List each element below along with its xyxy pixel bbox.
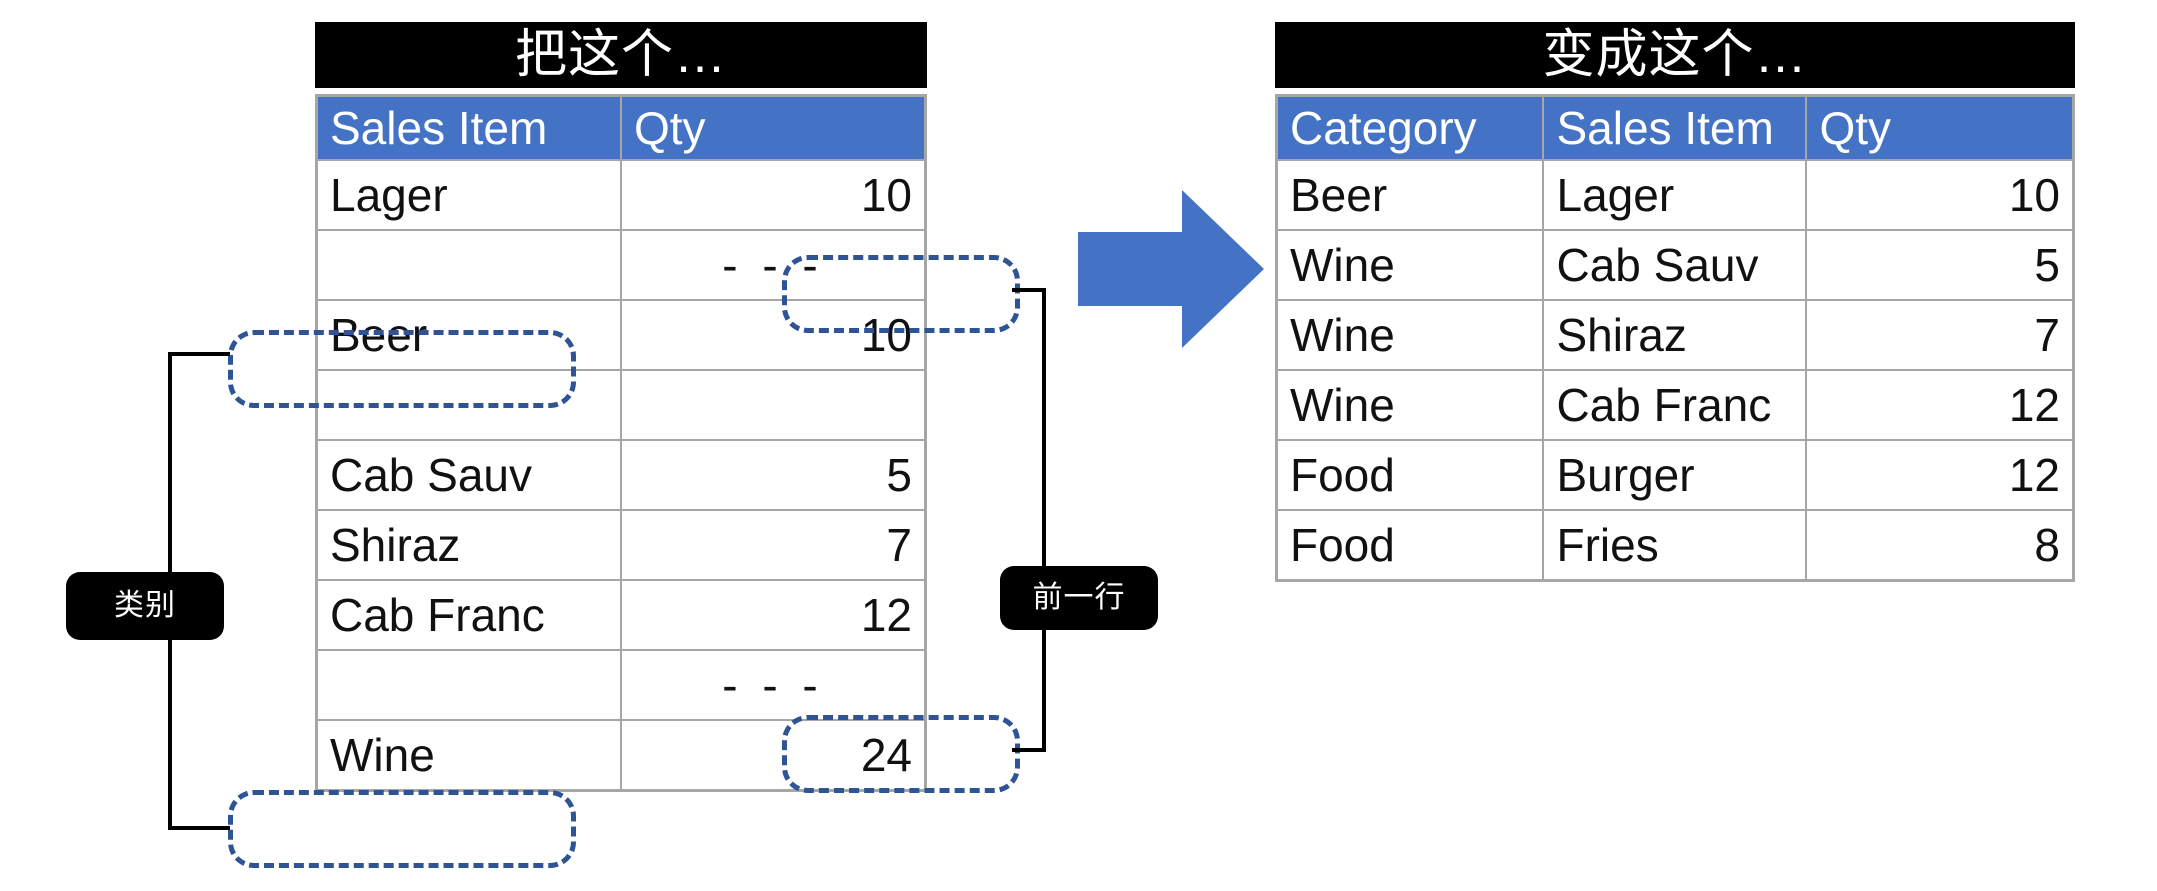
- previous-row-leader-top-branch: [1012, 288, 1046, 292]
- cell-item: Fries: [1542, 509, 1808, 582]
- cell-qty: 24: [620, 719, 927, 792]
- cell-item: [315, 649, 622, 721]
- right-banner: 变成这个…: [1275, 22, 2075, 88]
- left-banner-title: 把这个…: [514, 26, 727, 84]
- table-row: Wine Shiraz 7: [1275, 299, 2075, 371]
- table-row: Wine 24: [315, 719, 927, 792]
- cell-qty-dashes: - - -: [620, 649, 927, 721]
- previous-row-leader-vertical: [1042, 288, 1046, 750]
- table-row: - - -: [315, 229, 927, 301]
- cell-qty: 10: [1805, 159, 2075, 231]
- cell-item: [315, 229, 622, 301]
- table-row: Lager 10: [315, 159, 927, 231]
- category-leader-top-branch: [168, 352, 230, 356]
- table-row: Cab Franc 12: [315, 579, 927, 651]
- previous-row-leader-bottom-branch: [1012, 748, 1046, 752]
- cell-category: Food: [1275, 439, 1545, 511]
- cell-qty: 7: [620, 509, 927, 581]
- table-row: [315, 369, 927, 441]
- cell-item: Wine: [315, 719, 622, 792]
- cell-qty: 7: [1805, 299, 2075, 371]
- cell-qty: 5: [1805, 229, 2075, 301]
- source-col-qty: Qty: [620, 94, 927, 161]
- result-col-sales-item: Sales Item: [1542, 94, 1808, 161]
- right-banner-title: 变成这个…: [1542, 26, 1808, 84]
- cell-qty: 10: [620, 299, 927, 371]
- table-row: Beer 10: [315, 299, 927, 371]
- result-table-header-row: Category Sales Item Qty: [1275, 94, 2075, 161]
- cell-qty: 5: [620, 439, 927, 511]
- cell-qty: 12: [1805, 439, 2075, 511]
- previous-row-label-pill: 前一行: [1000, 566, 1158, 630]
- cell-qty: 8: [1805, 509, 2075, 582]
- cell-item: Lager: [315, 159, 622, 231]
- cell-item: Burger: [1542, 439, 1808, 511]
- cell-item: Cab Sauv: [315, 439, 622, 511]
- cell-qty: 12: [1805, 369, 2075, 441]
- cell-qty: 10: [620, 159, 927, 231]
- table-row: Cab Sauv 5: [315, 439, 927, 511]
- table-row: Wine Cab Franc 12: [1275, 369, 2075, 441]
- previous-row-label-text: 前一行: [1032, 581, 1126, 614]
- cell-item: Cab Sauv: [1542, 229, 1808, 301]
- category-label-pill: 类别: [66, 572, 224, 640]
- cell-category: Wine: [1275, 369, 1545, 441]
- source-table: Sales Item Qty Lager 10 - - - Beer 10: [315, 94, 927, 792]
- cell-category: Wine: [1275, 299, 1545, 371]
- cell-category: Food: [1275, 509, 1545, 582]
- table-row: Food Burger 12: [1275, 439, 2075, 511]
- cell-item: Lager: [1542, 159, 1808, 231]
- cell-qty: 12: [620, 579, 927, 651]
- category-label-text: 类别: [114, 589, 176, 622]
- left-banner: 把这个…: [315, 22, 927, 88]
- cell-item: Beer: [315, 299, 622, 371]
- cell-item: [315, 369, 622, 441]
- result-table: Category Sales Item Qty Beer Lager 10 Wi…: [1275, 94, 2075, 582]
- category-leader-bottom-branch: [168, 826, 230, 830]
- transform-arrow-icon: [1078, 186, 1264, 352]
- table-row: Shiraz 7: [315, 509, 927, 581]
- cell-qty-dashes: - - -: [620, 229, 927, 301]
- table-row: Food Fries 8: [1275, 509, 2075, 582]
- cell-item: Cab Franc: [315, 579, 622, 651]
- result-col-qty: Qty: [1805, 94, 2075, 161]
- table-row: Beer Lager 10: [1275, 159, 2075, 231]
- cell-item: Shiraz: [315, 509, 622, 581]
- cell-item: Shiraz: [1542, 299, 1808, 371]
- cell-item: Cab Franc: [1542, 369, 1808, 441]
- table-row: - - -: [315, 649, 927, 721]
- source-col-sales-item: Sales Item: [315, 94, 622, 161]
- result-col-category: Category: [1275, 94, 1545, 161]
- cell-category: Wine: [1275, 229, 1545, 301]
- callout-wine-category: [228, 790, 576, 868]
- cell-category: Beer: [1275, 159, 1545, 231]
- source-table-header-row: Sales Item Qty: [315, 94, 927, 161]
- cell-qty: [620, 369, 927, 441]
- table-row: Wine Cab Sauv 5: [1275, 229, 2075, 301]
